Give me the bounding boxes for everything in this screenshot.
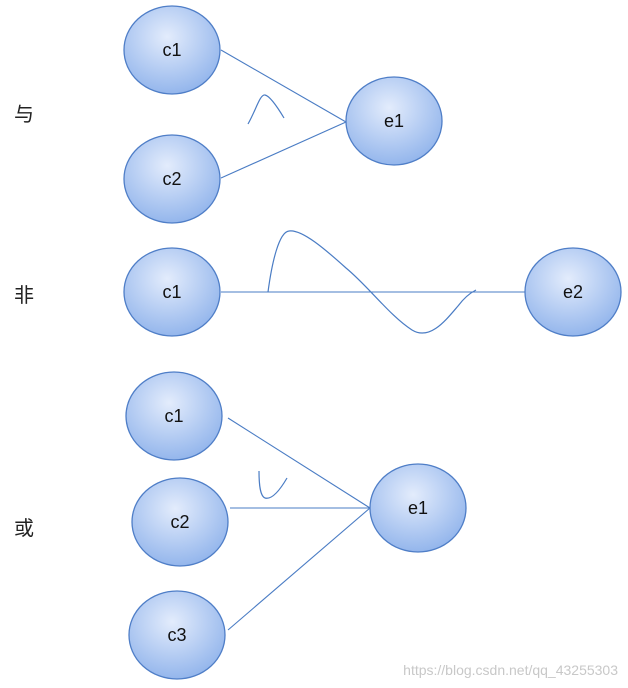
node-not-c1-circle — [123, 247, 221, 337]
or-operator-label: 或 — [14, 516, 34, 540]
node-or-e1-label: e1 — [408, 498, 428, 518]
node-and-c1-label: c1 — [162, 40, 181, 60]
node-or-c3-label: c3 — [167, 625, 186, 645]
node-or-c1-circle — [125, 371, 223, 461]
node-and-e1-circle — [345, 76, 443, 166]
node-or-e1-circle — [369, 463, 467, 553]
node-or-e1[interactable]: e1 — [369, 463, 467, 553]
node-not-e2-circle — [524, 247, 622, 337]
node-or-c2-circle — [131, 477, 229, 567]
and-group: 与 c1 c2 e1 — [14, 5, 443, 224]
node-or-c3[interactable]: c3 — [128, 590, 226, 680]
not-operator-label: 非 — [14, 283, 34, 307]
node-and-c2-label: c2 — [162, 169, 181, 189]
edge-and-c1-e1 — [220, 49, 347, 123]
and-symbol — [247, 94, 285, 125]
node-and-c1[interactable]: c1 — [123, 5, 221, 95]
and-operator-label: 与 — [14, 102, 34, 126]
node-not-e2-label: e2 — [563, 282, 583, 302]
node-and-c1-circle — [123, 5, 221, 95]
node-or-c1-label: c1 — [164, 406, 183, 426]
node-not-c1[interactable]: c1 — [123, 247, 221, 337]
node-or-c2-label: c2 — [170, 512, 189, 532]
node-or-c2[interactable]: c2 — [131, 477, 229, 567]
node-and-e1[interactable]: e1 — [345, 76, 443, 166]
or-group: 或 c1 c2 c3 e1 — [14, 371, 467, 680]
edge-or-c1-e1 — [227, 417, 371, 509]
edge-and-c2-e1 — [220, 121, 347, 179]
node-or-c1[interactable]: c1 — [125, 371, 223, 461]
node-not-e2[interactable]: e2 — [524, 247, 622, 337]
node-not-c1-label: c1 — [162, 282, 181, 302]
not-group: 非 c1 e2 — [14, 230, 622, 337]
node-or-c3-circle — [128, 590, 226, 680]
watermark-text: https://blog.csdn.net/qq_43255303 — [403, 662, 618, 678]
not-symbol — [267, 230, 477, 334]
edge-or-c3-e1 — [227, 507, 371, 631]
node-and-c2[interactable]: c2 — [123, 134, 221, 224]
node-and-e1-label: e1 — [384, 111, 404, 131]
or-symbol — [258, 470, 288, 499]
node-and-c2-circle — [123, 134, 221, 224]
